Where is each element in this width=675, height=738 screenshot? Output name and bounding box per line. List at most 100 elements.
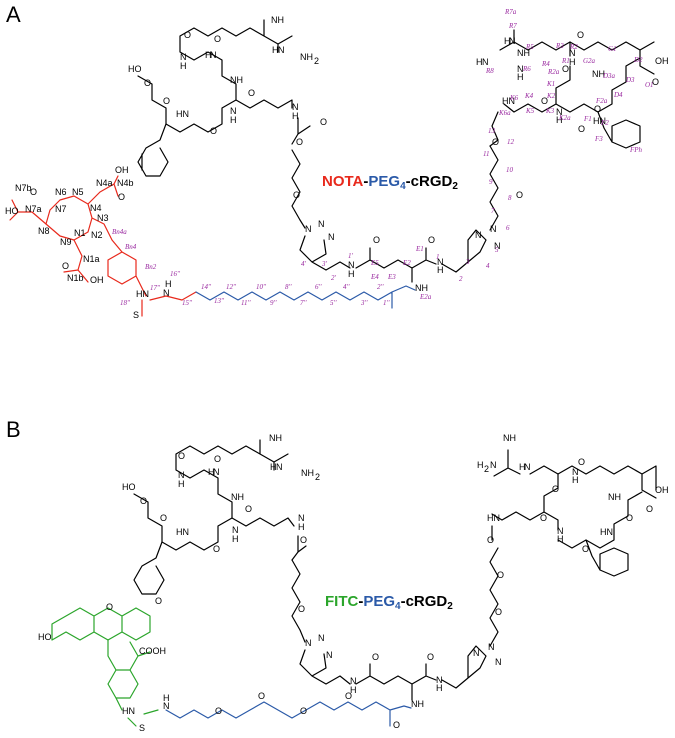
atom-label: O xyxy=(582,544,589,554)
panel-b-fitc-bonds xyxy=(51,607,159,727)
atom-label: N xyxy=(482,57,489,67)
position-label: K2 xyxy=(546,92,556,100)
fitc-atom-label: COOH xyxy=(139,646,166,656)
atom-label: O xyxy=(178,451,185,461)
nota-atom-label: N4 xyxy=(90,203,102,213)
atom-label: H xyxy=(232,534,239,544)
peg-atom-label: O xyxy=(300,706,307,716)
atom-label: H xyxy=(272,45,279,55)
position-label: R5 xyxy=(525,43,534,51)
atom-label: H xyxy=(476,57,483,67)
panel-a-right-peptide-bonds xyxy=(489,29,655,149)
title-crgd-sub: 2 xyxy=(447,601,453,612)
position-label: 12 xyxy=(507,138,515,146)
position-label: R2 xyxy=(569,43,578,51)
atom-label: O xyxy=(577,30,584,40)
title-sep: - xyxy=(358,593,363,610)
title-peg: PEG xyxy=(363,593,395,610)
atom-label: N xyxy=(572,467,579,477)
atom-label: O xyxy=(372,652,379,662)
title-sep: - xyxy=(363,173,368,190)
position-label: 1 xyxy=(436,253,440,261)
position-label: F2 xyxy=(600,119,609,127)
atom-label: OH xyxy=(655,485,669,495)
title-crgd: cRGD xyxy=(411,173,453,190)
atom-label: NH xyxy=(301,468,314,478)
position-label: 2' xyxy=(331,274,337,282)
position-label: 3 xyxy=(465,258,470,266)
atom-label: N xyxy=(437,257,444,267)
nota-atom-label: N2 xyxy=(91,230,103,240)
nota-atom-label: O xyxy=(118,192,125,202)
atom-label: HN xyxy=(600,527,613,537)
atom-label: N xyxy=(348,260,355,270)
atom-label: H xyxy=(572,475,579,485)
atom-label: NH xyxy=(271,15,284,25)
position-label: 2'' xyxy=(377,283,384,291)
atom-label: N xyxy=(213,467,220,477)
atom-label: O xyxy=(373,235,380,245)
position-label: F1 xyxy=(583,115,592,123)
atom-label: H xyxy=(569,57,576,67)
position-label: K4 xyxy=(524,92,534,100)
atom-label: N xyxy=(318,633,325,643)
panel-a-nota-bonds xyxy=(9,175,197,317)
atom-label: O xyxy=(163,96,170,106)
nota-atom-label: N9 xyxy=(60,237,72,247)
atom-label: O xyxy=(213,544,220,554)
position-label: 4'' xyxy=(343,283,350,291)
atom-label: N xyxy=(328,232,335,242)
atom-label: O xyxy=(562,64,569,74)
position-label: 4 xyxy=(486,262,490,270)
atom-label: N xyxy=(230,106,237,116)
position-label: 8 xyxy=(508,194,512,202)
position-label: R4 xyxy=(541,60,550,68)
position-label: 9'' xyxy=(270,299,277,307)
title-sep: - xyxy=(401,593,406,610)
title-sep: - xyxy=(406,173,411,190)
fitc-atom-label: O xyxy=(106,602,113,612)
atom-label: NH xyxy=(503,433,516,443)
position-label: 7 xyxy=(491,207,495,215)
atom-label: N xyxy=(509,36,516,46)
atom-label: HN xyxy=(176,109,189,119)
position-label: R7a xyxy=(504,8,517,16)
atom-label: H xyxy=(178,479,185,489)
atom-label: O xyxy=(540,513,547,523)
position-label: Bn4 xyxy=(125,243,137,251)
position-label: 3'' xyxy=(360,299,368,307)
atom-label: H xyxy=(205,50,212,60)
atom-label: NH xyxy=(411,699,424,709)
position-label: 6 xyxy=(506,224,510,232)
panel-a: A NOTA-PEG4-cRGD2 xyxy=(5,2,669,320)
panel-a-title: NOTA-PEG4-cRGD2 xyxy=(322,173,458,192)
atom-label: O xyxy=(495,607,502,617)
atom-label: N xyxy=(524,462,531,472)
position-label: D2 xyxy=(633,56,643,64)
position-label: G1 xyxy=(608,45,617,53)
atom-label: O xyxy=(210,126,217,136)
atom-label: N xyxy=(305,224,312,234)
nota-atom-label: N5 xyxy=(72,187,84,197)
nota-atom-label: N7a xyxy=(25,204,42,214)
atom-label: N xyxy=(569,48,576,58)
atom-label: N xyxy=(178,470,185,480)
atom-label: N xyxy=(517,64,524,74)
position-label: FPh xyxy=(629,146,643,154)
atom-label: O xyxy=(184,30,191,40)
atom-label: HN xyxy=(502,96,515,106)
atom-label: N xyxy=(298,513,305,523)
atom-label: H xyxy=(270,462,277,472)
position-label: R3 xyxy=(555,42,564,50)
atom-label: H xyxy=(437,265,444,275)
atom-label: O xyxy=(646,504,653,514)
position-label: F3 xyxy=(594,135,603,143)
atom-label: N xyxy=(350,676,357,686)
nota-atom-label: O xyxy=(30,187,37,197)
position-label: 1' xyxy=(348,252,354,260)
nota-atom-label: N6 xyxy=(55,187,67,197)
